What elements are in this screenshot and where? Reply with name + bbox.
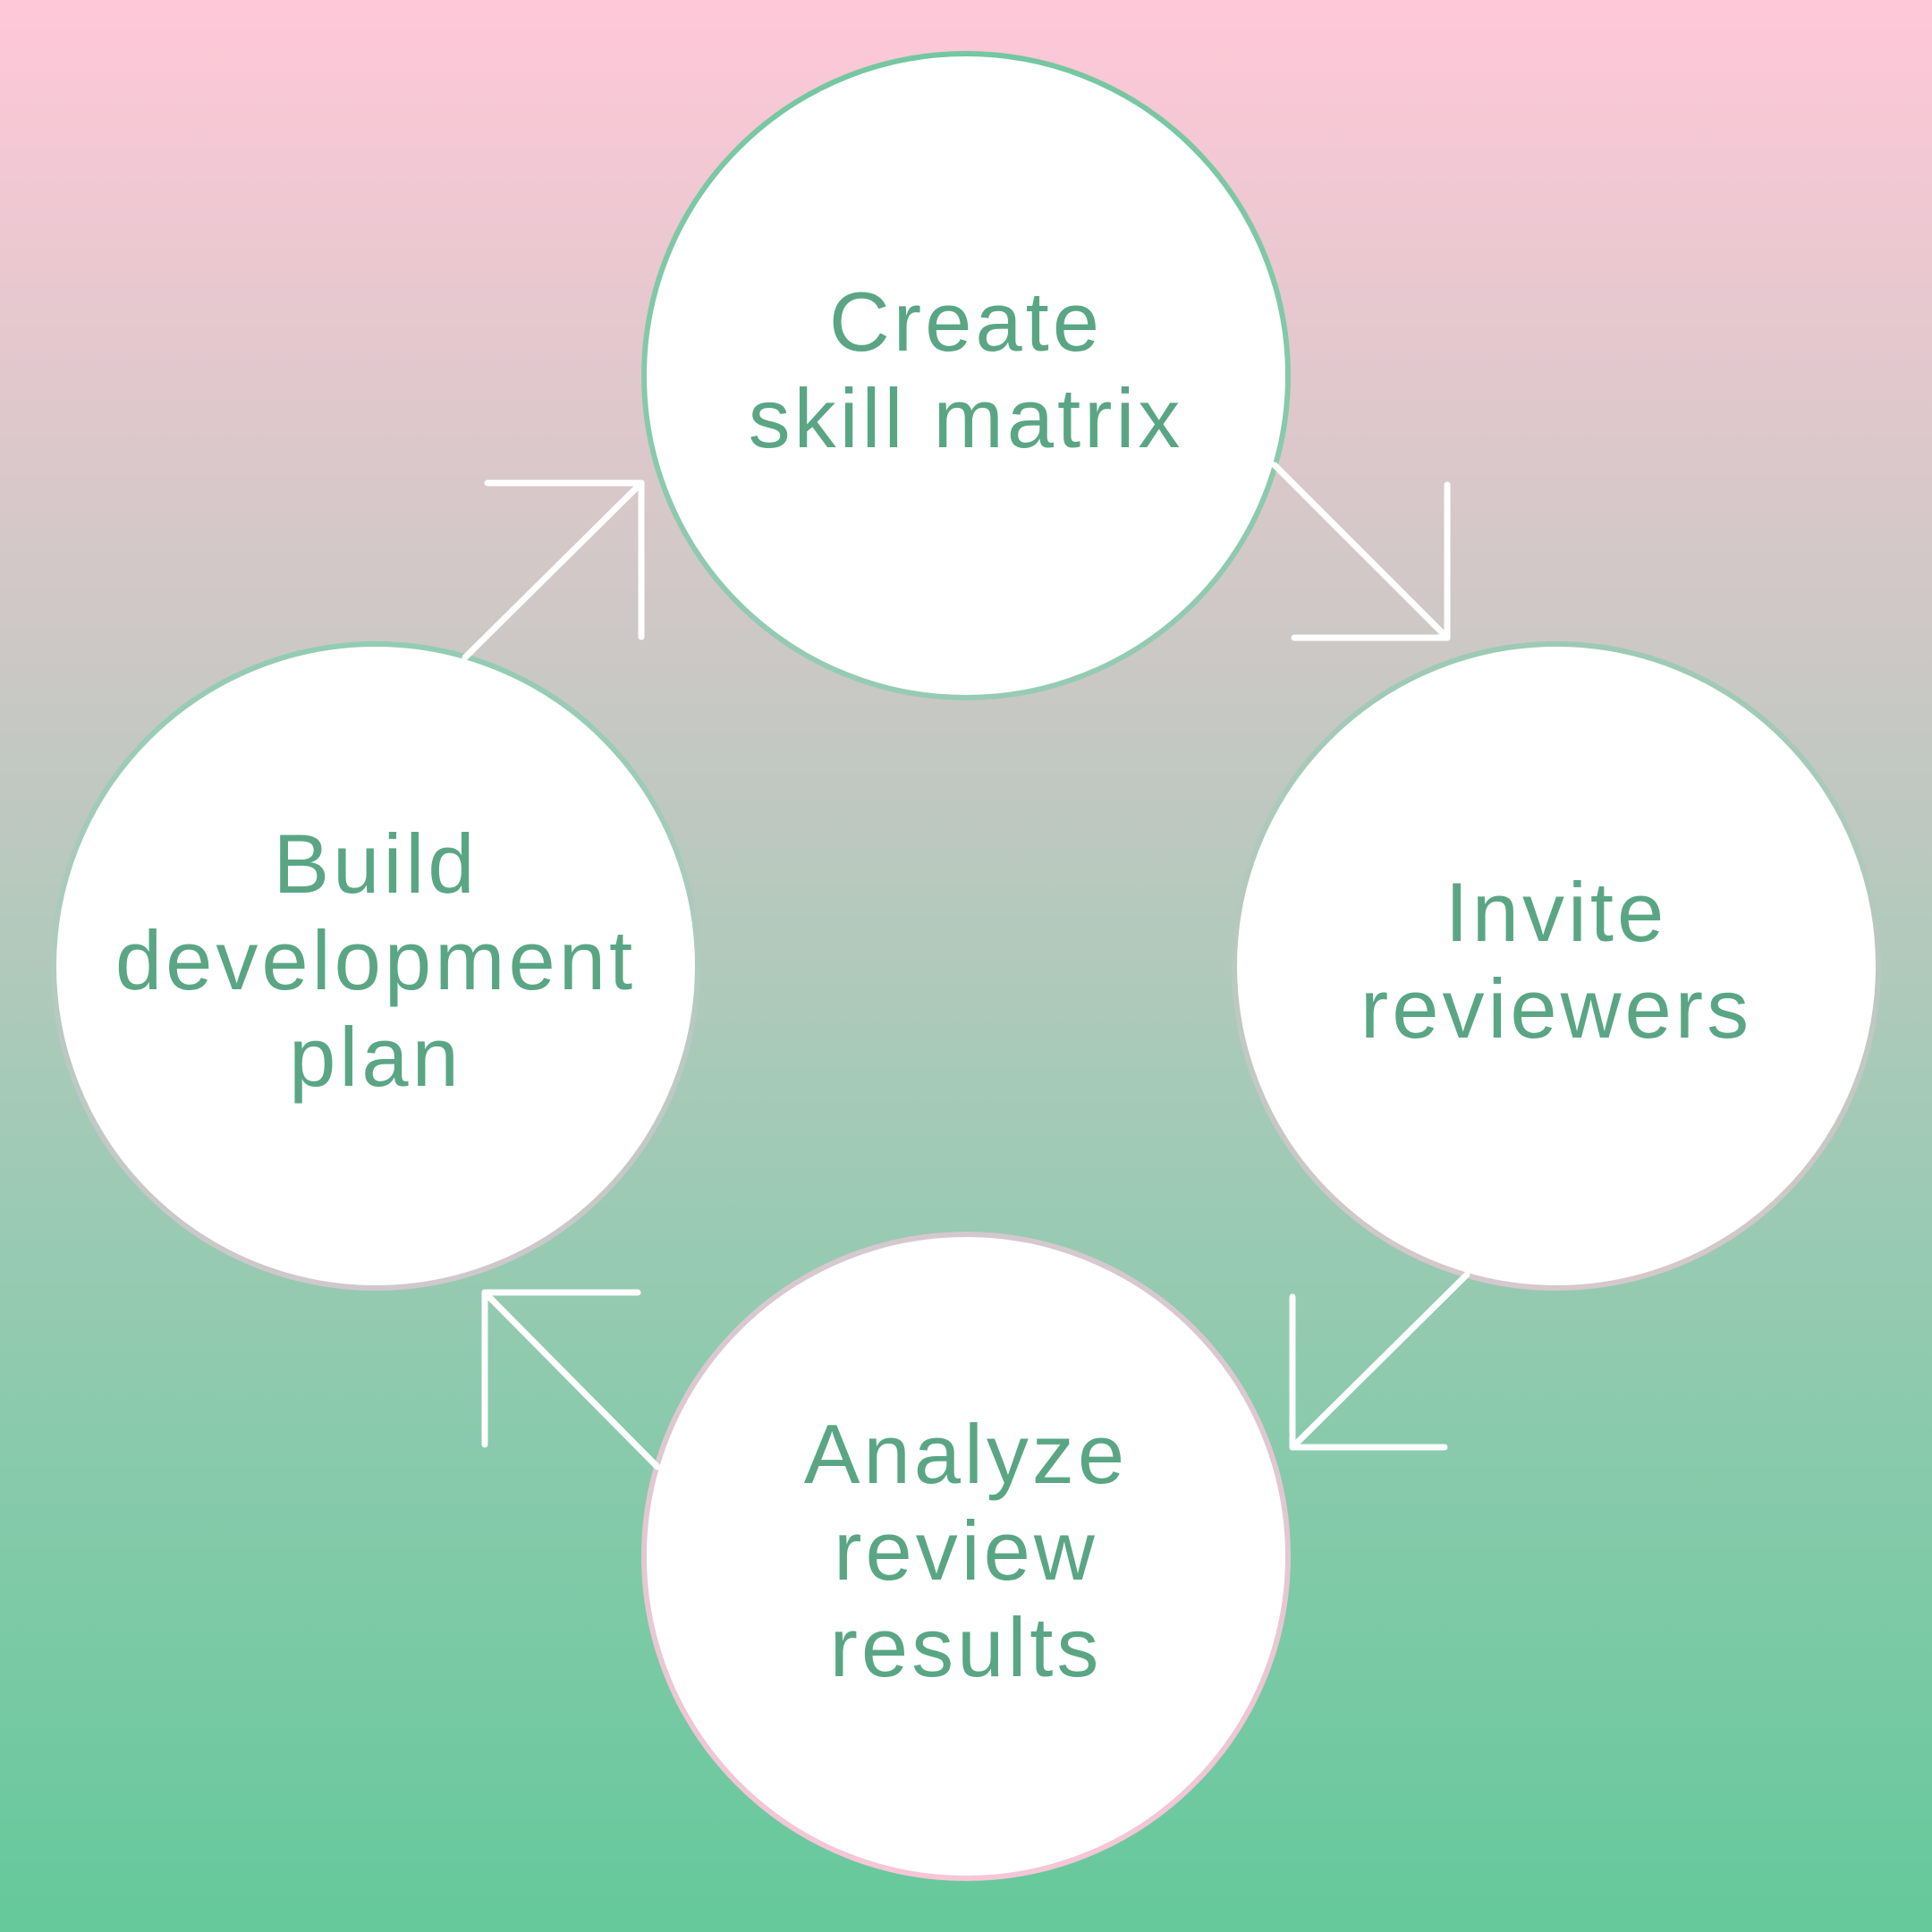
step-label-line: Analyze [803, 1407, 1129, 1501]
step-label-line: Create [828, 275, 1104, 369]
step-label-analyze-review-results: Analyze review results [680, 1406, 1252, 1696]
arrow-down-right-icon [1271, 462, 1451, 641]
step-label-invite-reviewers: Invite reviewers [1270, 864, 1843, 1057]
step-circle-build-development-plan [51, 641, 700, 1291]
step-label-line: skill matrix [748, 371, 1184, 465]
step-label-create-skill-matrix: Create skill matrix [680, 274, 1252, 467]
arrow-up-right-icon [462, 479, 645, 661]
arrow-up-left-icon [481, 1289, 661, 1470]
step-circle-analyze-review-results [641, 1232, 1291, 1881]
step-label-line: plan [289, 1010, 462, 1104]
step-label-line: review [834, 1504, 1098, 1597]
step-label-line: reviewers [1360, 962, 1753, 1055]
step-label-build-development-plan: Build development plan [89, 816, 662, 1106]
step-label-line: results [829, 1600, 1103, 1694]
step-circle-invite-reviewers [1232, 641, 1881, 1291]
step-circle-create-skill-matrix [641, 51, 1291, 700]
step-label-line: Build [273, 817, 479, 911]
step-label-line: Invite [1445, 865, 1668, 959]
step-label-line: development [114, 913, 637, 1007]
arrow-down-left-icon [1289, 1271, 1470, 1451]
